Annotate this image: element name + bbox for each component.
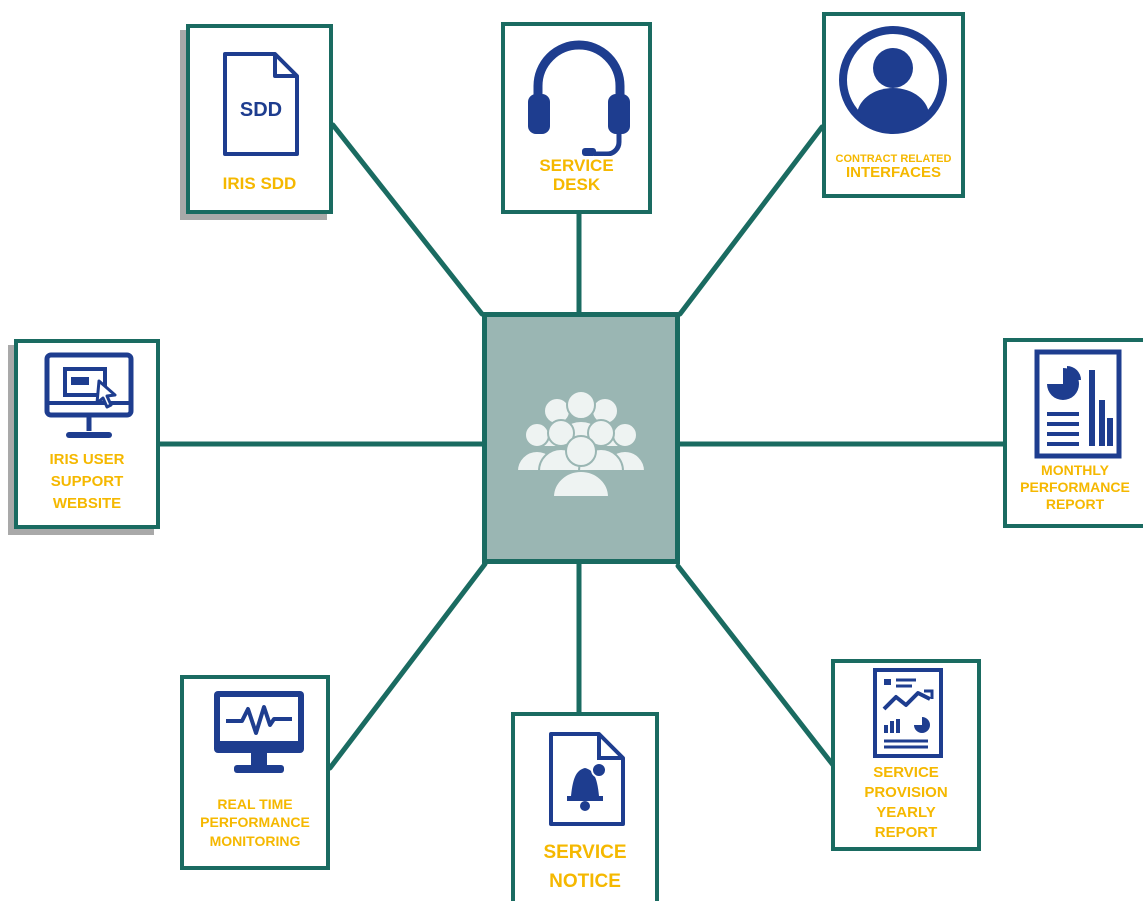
report-chart-icon: [1034, 349, 1122, 459]
analytics-document-icon: [873, 668, 943, 758]
sdd-icon-text: SDD: [240, 99, 282, 121]
service-notice-label: SERVICE NOTICE: [543, 842, 627, 893]
node-contract-interfaces: CONTRACT RELATED INTERFACES: [822, 12, 965, 198]
headset-icon: [528, 40, 630, 156]
node-yearly-report: SERVICE PROVISION YEARLY REPORT: [831, 659, 981, 851]
people-group-icon: [517, 390, 645, 498]
user-support-website-label: IRIS USER SUPPORT WEBSITE: [49, 451, 125, 512]
node-user-support-website: IRIS USER SUPPORT WEBSITE: [14, 339, 160, 529]
connector-yearly: [675, 563, 836, 768]
yearly-report-label: SERVICE PROVISION YEARLY REPORT: [864, 764, 948, 842]
user-circle-icon: [839, 26, 947, 134]
node-iris-sdd: SDD IRIS SDD: [186, 24, 333, 214]
connector-realtime: [327, 561, 488, 771]
node-service-desk: SERVICE DESK: [501, 22, 652, 214]
contract-interfaces-label: CONTRACT RELATED INTERFACES: [835, 153, 952, 182]
monitor-cursor-icon: [44, 352, 134, 438]
iris-sdd-label: IRIS SDD: [222, 174, 297, 193]
monthly-report-label: MONTHLY PERFORMANCE REPORT: [1020, 462, 1130, 512]
sdd-document-icon: SDD: [223, 52, 299, 156]
pulse-monitor-icon: [214, 691, 304, 773]
connector-contract: [677, 124, 825, 317]
node-monthly-report: MONTHLY PERFORMANCE REPORT: [1003, 338, 1143, 528]
node-realtime-monitoring: REAL TIME PERFORMANCE MONITORING: [180, 675, 330, 870]
central-hub: [482, 312, 680, 564]
connector-iris-sdd: [330, 122, 485, 317]
service-desk-label: SERVICE DESK: [539, 156, 614, 195]
bell-document-icon: [549, 732, 625, 826]
node-service-notice: SERVICE NOTICE: [511, 712, 659, 901]
realtime-monitoring-label: REAL TIME PERFORMANCE MONITORING: [200, 796, 310, 849]
